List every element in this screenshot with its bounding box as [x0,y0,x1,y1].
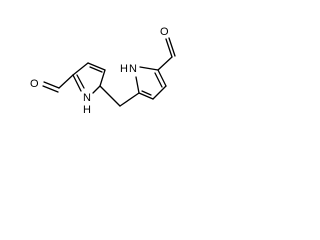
atom-n-left: N [83,92,91,104]
bond-left-c2-c3 [72,62,89,76]
bond-right-cho-o-double [168,37,176,57]
atom-o-right: O [160,26,169,38]
atom-h-right: H [120,63,128,75]
bond-left-c4-c5 [99,69,106,87]
bond-right-c2-c3-inner [154,72,163,88]
bond-left-c3-c4-inner [89,66,103,73]
bond-lines [42,37,176,107]
bond-left-cho-o-double [42,85,59,93]
bond-right-c3-c4 [152,85,167,100]
bond-right-c4-c5-inner [141,90,152,96]
bond-right-cho-o [165,38,173,58]
bond-right-c5-n [135,76,140,94]
bond-right-c2-c3 [157,69,167,87]
atom-n-right: N [129,63,137,75]
bond-left-n-c2 [72,74,82,92]
bond-left-n-c2-inner [76,74,85,89]
bond-right-c2-cho [157,56,173,71]
bond-bridge-left [99,85,121,107]
bond-bridge-right [119,92,140,107]
chemical-structure: O N H H N O [30,26,176,116]
atom-h-left: H [83,104,91,116]
bond-right-n-c2 [139,66,159,71]
atom-labels: O N H H N O [30,26,169,116]
bond-left-c2-cho [58,74,74,89]
bond-left-c5-n [92,85,101,94]
bond-left-cho-o [43,81,60,89]
bond-left-c3-c4 [87,62,106,71]
bond-right-c4-c5 [138,92,154,100]
atom-o-left: O [30,78,39,90]
